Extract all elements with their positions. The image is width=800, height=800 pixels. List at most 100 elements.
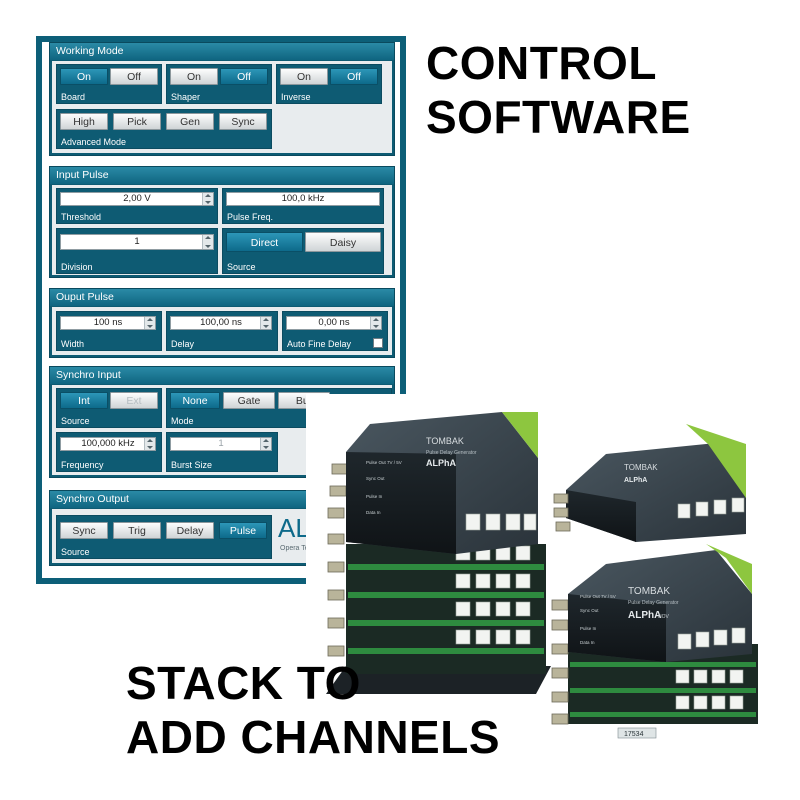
board-off-button[interactable]: Off (110, 68, 158, 85)
sync-mode-none-button[interactable]: None (170, 392, 220, 409)
division-spinner[interactable] (202, 235, 213, 249)
headline-control-line: CONTROL (426, 37, 657, 89)
shaper-off-button[interactable]: Off (220, 68, 268, 85)
burst-size-label: Burst Size (171, 460, 213, 470)
sync-output-pulse-button[interactable]: Pulse (219, 522, 267, 539)
threshold-spinner[interactable] (202, 193, 213, 205)
source-direct-button[interactable]: Direct (226, 232, 303, 252)
right-port-label-3: Pulse In (580, 626, 597, 631)
threshold-field[interactable]: 2,00 V (60, 192, 214, 206)
sync-source-int-button[interactable]: Int (60, 392, 108, 409)
left-port-label-1: Pulse Out 7V / 5V (366, 460, 402, 465)
shaper-cell: On Off Shaper (166, 64, 272, 104)
burst-size-spinner[interactable] (260, 438, 271, 450)
sync-output-source-label: Source (61, 547, 90, 557)
inverse-on-button[interactable]: On (280, 68, 328, 85)
advanced-gen-button[interactable]: Gen (166, 113, 214, 130)
input-pulse-group: Input Pulse 2,00 V Threshold 100,0 kHz P… (49, 166, 395, 278)
advanced-pick-button[interactable]: Pick (113, 113, 161, 130)
input-pulse-body: 2,00 V Threshold 100,0 kHz Pulse Freq. 1… (52, 185, 392, 275)
sync-output-delay-button[interactable]: Delay (166, 522, 214, 539)
right-bottom-model-text: ALPhA (628, 610, 661, 621)
pulse-freq-cell: 100,0 kHz Pulse Freq. (222, 188, 384, 224)
advanced-sync-button[interactable]: Sync (219, 113, 267, 130)
headline-stack-line: STACK TO (126, 657, 361, 709)
width-label: Width (61, 339, 85, 349)
width-value: 100 ns (93, 317, 123, 328)
inverse-cell: On Off Inverse (276, 64, 382, 104)
serial-badge (617, 727, 657, 739)
pulse-freq-field[interactable]: 100,0 kHz (226, 192, 380, 206)
board-on-button[interactable]: On (60, 68, 108, 85)
right-bottom-stack: TOMBAK Pulse Delay Generator ALPhA NOV P… (551, 544, 758, 739)
burst-size-field[interactable]: 1 (170, 437, 272, 451)
delay-field[interactable]: 100,00 ns (170, 316, 272, 330)
frequency-spinner[interactable] (144, 438, 155, 450)
pulse-freq-label: Pulse Freq. (227, 212, 274, 222)
opera-tec-text: Opera Tec (280, 545, 313, 552)
headline-software-line: SOFTWARE (426, 91, 691, 143)
right-port-label-1: Pulse Out 7V / 5V (580, 594, 616, 599)
width-field[interactable]: 100 ns (60, 316, 156, 330)
output-pulse-group: Ouput Pulse 100 ns Width 100,00 ns Delay… (49, 288, 395, 358)
shaper-on-button[interactable]: On (170, 68, 218, 85)
source-cell: Direct Daisy Source (222, 228, 384, 274)
control-software-headline: CONTROL SOFTWARE (426, 36, 691, 144)
right-top-brand-text: TOMBAK (624, 463, 658, 472)
left-model-text: ALPhA (426, 458, 456, 468)
right-port-label-2: Sync Out (580, 608, 599, 613)
shaper-label: Shaper (171, 92, 201, 102)
board-cell: On Off Board (56, 64, 162, 104)
left-board-stack: TOMBAK Pulse Delay Generator ALPhA Pulse… (326, 412, 551, 694)
input-pulse-title: Input Pulse (50, 167, 394, 184)
advanced-mode-cell: High Pick Gen Sync Advanced Mode (56, 109, 272, 149)
advanced-high-button[interactable]: High (60, 113, 108, 130)
sync-output-trig-button[interactable]: Trig (113, 522, 161, 539)
auto-fine-delay-label: Auto Fine Delay (287, 339, 352, 349)
inverse-label: Inverse (281, 92, 311, 102)
delay-spinner[interactable] (260, 317, 271, 329)
fine-delay-spinner[interactable] (370, 317, 381, 329)
division-cell: 1 Division (56, 228, 218, 274)
sync-source-ext-button[interactable]: Ext (110, 392, 158, 409)
division-label: Division (61, 262, 93, 272)
sync-mode-gate-button[interactable]: Gate (223, 392, 275, 409)
left-brand-text: TOMBAK (426, 436, 464, 446)
threshold-label: Threshold (61, 212, 102, 222)
burst-size-cell: 1 Burst Size (166, 432, 278, 472)
board-label: Board (61, 92, 86, 102)
delay-cell: 100,00 ns Delay (166, 311, 278, 351)
output-pulse-body: 100 ns Width 100,00 ns Delay 0,00 ns Aut… (52, 307, 392, 355)
division-field[interactable]: 1 (60, 234, 214, 250)
frequency-field[interactable]: 100,000 kHz (60, 437, 156, 451)
fine-delay-cell: 0,00 ns Auto Fine Delay (282, 311, 388, 351)
right-bottom-model-suffix: NOV (658, 614, 670, 620)
synchro-input-title: Synchro Input (50, 367, 394, 384)
working-mode-group: Working Mode On Off Board On Off Shaper … (49, 42, 395, 156)
hardware-stack-illustration: TOMBAK Pulse Delay Generator ALPhA Pulse… (326, 412, 758, 739)
source-daisy-button[interactable]: Daisy (305, 232, 381, 252)
serial-badge-text: 17534 (624, 731, 644, 738)
control-panel-window: Working Mode On Off Board On Off Shaper … (36, 36, 406, 584)
sync-source-cell: Int Ext Source (56, 388, 162, 428)
advanced-mode-label: Advanced Mode (61, 137, 127, 147)
left-port-label-3: Pulse In (366, 494, 383, 499)
frequency-cell: 100,000 kHz Frequency (56, 432, 162, 472)
hardware-photo: TOMBAK Pulse Delay Generator ALPhA Pulse… (306, 394, 786, 758)
frequency-label: Frequency (61, 460, 104, 470)
threshold-cell: 2,00 V Threshold (56, 188, 218, 224)
working-mode-body: On Off Board On Off Shaper On Off Invers… (52, 61, 392, 153)
auto-fine-delay-checkbox[interactable] (373, 338, 383, 348)
inverse-off-button[interactable]: Off (330, 68, 378, 85)
delay-label: Delay (171, 339, 195, 349)
width-cell: 100 ns Width (56, 311, 162, 351)
input-source-label: Source (227, 262, 256, 272)
left-subtitle-text: Pulse Delay Generator (426, 450, 477, 456)
sync-output-sync-button[interactable]: Sync (60, 522, 108, 539)
fine-delay-value: 0,00 ns (318, 317, 350, 328)
right-bottom-subtitle-text: Pulse Delay Generator (628, 600, 679, 606)
stack-channels-headline: STACK TO ADD CHANNELS (126, 656, 500, 764)
sync-source-label: Source (61, 416, 90, 426)
width-spinner[interactable] (144, 317, 155, 329)
fine-delay-field[interactable]: 0,00 ns (286, 316, 382, 330)
